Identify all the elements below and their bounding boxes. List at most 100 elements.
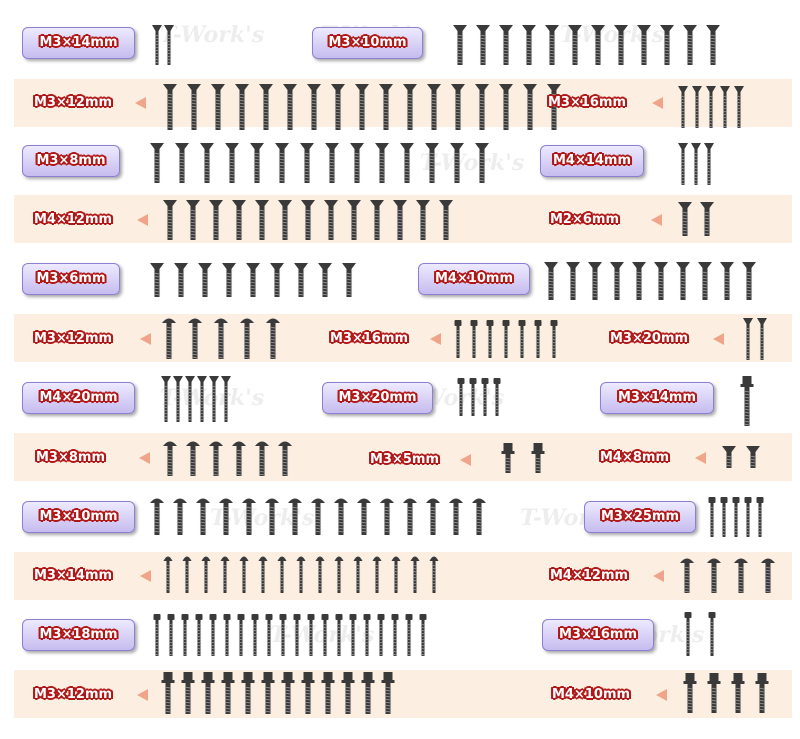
arrow-left-icon (653, 570, 664, 582)
size-badge: M3×6mm (22, 263, 120, 295)
screw-icon (566, 262, 580, 300)
screw-icon (275, 143, 289, 183)
screw-icon (684, 612, 692, 656)
screw-icon (334, 498, 348, 535)
screw-icon (683, 25, 697, 65)
size-badge: M4×14mm (540, 145, 644, 177)
size-label: M3×16mm (558, 627, 638, 642)
size-label: M3×12mm (34, 687, 113, 702)
size-label: M2×6mm (550, 212, 620, 227)
screw-icon (732, 497, 740, 537)
screw-icon (187, 84, 201, 130)
screw-icon (678, 143, 688, 185)
screw-icon (476, 25, 490, 65)
arrow-left-icon (135, 97, 146, 109)
screw-icon (174, 263, 188, 297)
screw-icon (453, 25, 467, 65)
screw-icon (334, 556, 344, 593)
screw-icon (167, 614, 175, 656)
screw-icon (380, 498, 394, 535)
screw-icon (683, 673, 697, 713)
screw-icon (341, 672, 355, 714)
screw-icon (381, 672, 395, 714)
screw-icon (637, 25, 651, 65)
size-label: M3×25mm (600, 509, 680, 524)
screw-icon (481, 378, 489, 416)
screw-icon (350, 143, 364, 183)
screw-icon (370, 200, 384, 240)
screw-icon (743, 318, 753, 360)
screw-icon (501, 443, 515, 473)
screw-icon (278, 200, 292, 240)
watermark: T-Work's (420, 150, 525, 176)
screw-icon (614, 25, 628, 65)
screw-icon (426, 498, 440, 535)
size-badge: M3×14mm (600, 382, 714, 414)
size-badge: M3×14mm (22, 27, 135, 59)
size-label: M3×18mm (39, 627, 118, 642)
screw-icon (544, 262, 558, 300)
screw-icon (391, 614, 399, 656)
screw-icon (195, 614, 203, 656)
screw-icon (545, 25, 559, 65)
size-badge: M3×18mm (22, 619, 135, 651)
screw-icon (163, 441, 177, 476)
screw-icon (181, 614, 189, 656)
size-label: M4×10mm (552, 687, 631, 702)
screw-icon (405, 614, 413, 656)
watermark: T-Work's (270, 622, 375, 648)
screw-icon (355, 84, 369, 130)
size-badge: M3×25mm (584, 501, 696, 533)
screw-icon (757, 318, 767, 360)
size-label: M3×14mm (617, 390, 697, 405)
size-label: M4×8mm (600, 450, 670, 465)
screw-icon (232, 200, 246, 240)
screw-icon (706, 86, 716, 128)
screw-icon (591, 25, 605, 65)
screw-icon (335, 614, 343, 656)
screw-icon (493, 378, 501, 416)
screw-icon (531, 443, 545, 473)
screw-icon (419, 614, 427, 656)
screw-icon (201, 672, 215, 714)
screw-icon (173, 498, 187, 535)
screw-icon (209, 614, 217, 656)
arrow-left-icon (460, 454, 471, 466)
screw-icon (162, 318, 176, 359)
screw-icon (379, 84, 393, 130)
size-label: M4×20mm (39, 390, 118, 405)
screw-icon (588, 262, 602, 300)
screw-icon (186, 200, 200, 240)
screw-icon (237, 614, 245, 656)
screw-icon (279, 614, 287, 656)
screw-icon (707, 673, 721, 713)
screw-icon (449, 498, 463, 535)
screw-icon (756, 497, 764, 537)
screw-icon (222, 263, 236, 297)
size-label: M4×12mm (34, 212, 113, 227)
screw-icon (678, 202, 692, 236)
screw-icon (161, 672, 175, 714)
screw-icon (318, 263, 332, 297)
screw-icon (240, 318, 254, 359)
screw-icon (425, 143, 439, 183)
screw-icon (522, 25, 536, 65)
arrow-left-icon (652, 97, 663, 109)
screw-icon (722, 446, 736, 468)
screw-icon (755, 673, 769, 713)
screw-icon (241, 672, 255, 714)
screw-icon (377, 614, 385, 656)
screw-icon (150, 263, 164, 297)
screw-icon (307, 614, 315, 656)
screw-icon (660, 25, 674, 65)
screw-icon (680, 558, 694, 593)
screw-icon (209, 441, 223, 476)
screw-icon (259, 84, 273, 130)
size-label: M3×16mm (548, 95, 627, 110)
watermark: T-Work's (160, 22, 265, 48)
screw-icon (654, 262, 668, 300)
size-label: M3×6mm (36, 271, 106, 286)
arrow-left-icon (140, 570, 151, 582)
screw-icon (347, 200, 361, 240)
screw-icon (251, 614, 259, 656)
